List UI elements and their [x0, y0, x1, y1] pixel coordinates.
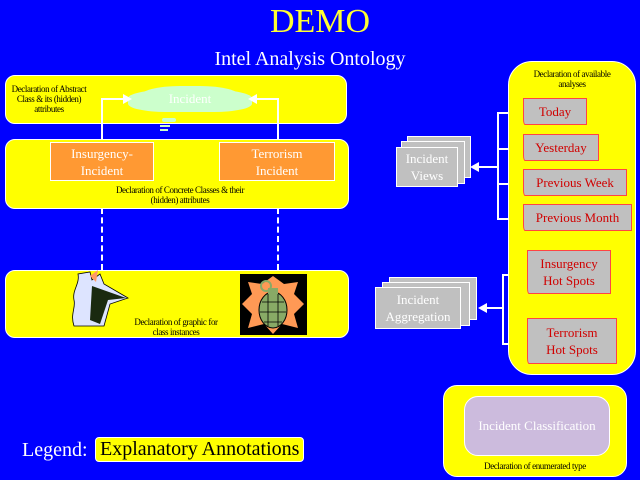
inheritance-connector — [101, 98, 125, 100]
concrete-classes-note: Declaration of Concrete Classes & their … — [115, 185, 245, 205]
class-insurgency-incident[interactable]: Insurgency-Incident — [50, 142, 154, 181]
analysis-terrorism-hot-spots[interactable]: Terrorism Hot Spots — [527, 318, 617, 364]
page-subtitle: Intel Analysis Ontology — [214, 48, 406, 70]
cloud-tail-icon — [162, 118, 176, 122]
instance-connector — [101, 208, 103, 270]
abstract-class-incident[interactable]: Incident — [140, 86, 240, 112]
abstract-class-note: Declaration of Abstract Class & its (hid… — [11, 84, 87, 114]
arrow-right-icon — [123, 94, 132, 104]
analysis-insurgency-hot-spots[interactable]: Insurgency Hot Spots — [527, 250, 611, 294]
explosion-icon — [70, 270, 134, 330]
arrow-left-icon — [478, 303, 487, 313]
analysis-yesterday[interactable]: Yesterday — [523, 134, 599, 161]
enum-incident-classification[interactable]: Incident Classification — [464, 396, 610, 456]
inheritance-connector — [256, 98, 278, 100]
cloud-tail-icon — [160, 125, 170, 127]
analyses-note: Declaration of available analyses — [533, 69, 611, 89]
legend-annotation-swatch: Explanatory Annotations — [95, 437, 305, 462]
aggregation-connector — [502, 274, 504, 344]
incident-views-stack[interactable]: Incident Views — [396, 147, 458, 187]
analysis-previous-week[interactable]: Previous Week — [523, 169, 627, 196]
instance-connector — [277, 208, 279, 270]
arrow-left-icon — [470, 162, 479, 172]
analysis-previous-month[interactable]: Previous Month — [523, 204, 632, 231]
inheritance-connector — [101, 98, 103, 144]
views-connector — [497, 112, 499, 220]
incident-aggregation-stack[interactable]: Incident Aggregation — [375, 287, 461, 329]
grenade-icon — [240, 274, 307, 335]
views-connector — [478, 166, 498, 168]
cloud-tail-icon — [160, 129, 168, 131]
class-terrorism-incident[interactable]: Terrorism Incident — [219, 142, 335, 181]
aggregation-connector — [486, 307, 504, 309]
inheritance-connector — [277, 98, 279, 144]
arrow-left-icon — [248, 94, 257, 104]
enum-note: Declaration of enumerated type — [484, 461, 586, 471]
analysis-today[interactable]: Today — [523, 98, 587, 125]
legend-label: Legend: — [22, 439, 88, 461]
page-title: DEMO — [269, 3, 371, 40]
graphic-note: Declaration of graphic for class instanc… — [134, 317, 218, 337]
